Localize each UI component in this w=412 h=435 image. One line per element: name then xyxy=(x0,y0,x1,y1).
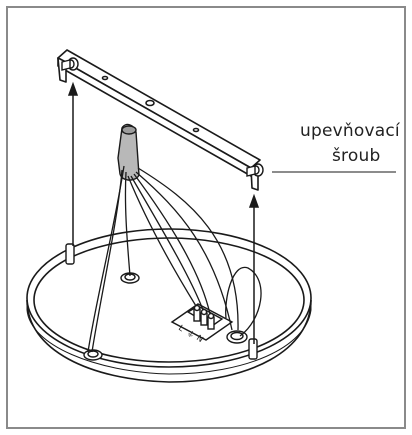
callout-label-line2: šroub xyxy=(332,146,381,166)
diagram-border xyxy=(6,6,406,429)
terminal-label-n: N xyxy=(195,333,205,344)
cable-sheath xyxy=(117,123,140,181)
mounting-bracket xyxy=(57,49,261,191)
dish-slots xyxy=(65,243,258,360)
terminal-labels: L ⏚ N xyxy=(177,323,205,344)
callout-label-line1: upevňovací xyxy=(300,121,400,141)
wires xyxy=(87,165,262,353)
terminal-label-l: L xyxy=(177,323,186,333)
terminal-label-earth: ⏚ xyxy=(185,328,197,340)
assembly-arrows xyxy=(67,81,260,344)
fixing-screws xyxy=(61,57,264,177)
terminal-block xyxy=(170,303,234,341)
